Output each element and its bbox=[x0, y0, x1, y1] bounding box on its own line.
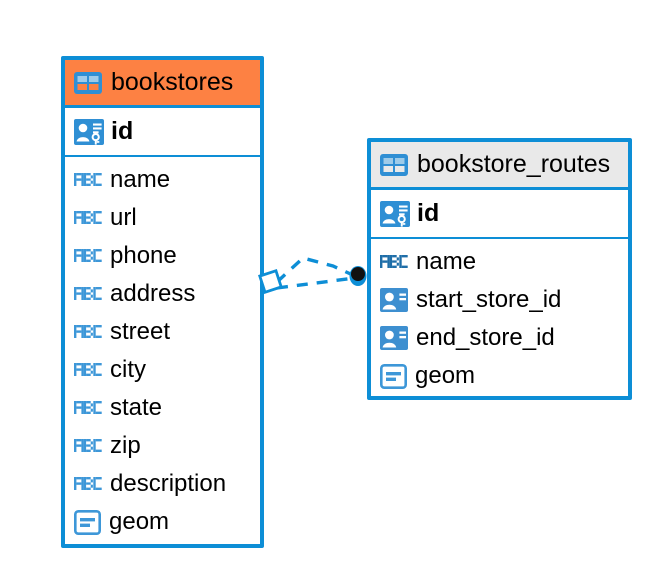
primary-key-icon bbox=[74, 118, 104, 146]
field-label: zip bbox=[110, 432, 141, 459]
field-row[interactable]: geom bbox=[73, 503, 260, 541]
abc-text-icon bbox=[380, 253, 408, 271]
abc-text-icon bbox=[74, 171, 102, 189]
entity-header-bookstores[interactable]: bookstores bbox=[65, 60, 260, 108]
field-row[interactable]: name bbox=[74, 161, 260, 199]
primary-key-label-bookstore-routes: id bbox=[417, 199, 440, 227]
entity-bookstore-routes[interactable]: bookstore_routes id bbox=[367, 138, 632, 400]
foreign-key-icon bbox=[380, 326, 408, 350]
field-row[interactable]: end_store_id bbox=[380, 319, 628, 357]
entity-title-bookstore-routes: bookstore_routes bbox=[417, 150, 611, 178]
field-label: phone bbox=[110, 242, 177, 269]
field-label: name bbox=[416, 248, 477, 275]
field-row[interactable]: state bbox=[74, 389, 260, 427]
field-list-bookstore-routes: name start_store_id bbox=[371, 239, 628, 395]
field-label: city bbox=[110, 356, 146, 383]
entity-bookstores[interactable]: bookstores id bbox=[61, 56, 264, 548]
field-label: end_store_id bbox=[416, 324, 555, 351]
field-label: geom bbox=[109, 508, 170, 535]
geometry-icon bbox=[379, 363, 407, 389]
field-row[interactable]: street bbox=[74, 313, 260, 351]
relationship-connectors bbox=[258, 256, 367, 294]
abc-text-icon bbox=[74, 247, 102, 265]
abc-text-icon bbox=[74, 399, 102, 417]
geometry-icon bbox=[73, 509, 101, 535]
abc-text-icon bbox=[74, 209, 102, 227]
field-label: address bbox=[110, 280, 196, 307]
table-icon bbox=[380, 153, 408, 176]
table-icon bbox=[74, 71, 102, 94]
field-row[interactable]: address bbox=[74, 275, 260, 313]
field-row[interactable]: zip bbox=[74, 427, 260, 465]
field-list-bookstores: name ur bbox=[65, 157, 260, 541]
field-label: start_store_id bbox=[416, 286, 562, 313]
field-row[interactable]: geom bbox=[379, 357, 628, 395]
abc-text-icon bbox=[74, 475, 102, 493]
entity-header-bookstore-routes[interactable]: bookstore_routes bbox=[371, 142, 628, 190]
abc-text-icon bbox=[74, 361, 102, 379]
field-label: state bbox=[110, 394, 163, 421]
relationship-line-start-store[interactable] bbox=[275, 256, 356, 284]
primary-key-label-bookstores: id bbox=[111, 117, 134, 145]
field-row[interactable]: city bbox=[74, 351, 260, 389]
field-label: url bbox=[110, 204, 137, 231]
field-row[interactable]: name bbox=[380, 243, 628, 281]
primary-key-row-bookstores[interactable]: id bbox=[65, 108, 260, 157]
relationship-line-end-store[interactable] bbox=[276, 276, 356, 290]
field-label: street bbox=[110, 318, 171, 345]
relationship-target-circle-marker[interactable] bbox=[349, 266, 367, 286]
field-row[interactable]: url bbox=[74, 199, 260, 237]
primary-key-row-bookstore-routes[interactable]: id bbox=[371, 190, 628, 239]
field-row[interactable]: start_store_id bbox=[380, 281, 628, 319]
abc-text-icon bbox=[74, 285, 102, 303]
field-label: name bbox=[110, 166, 171, 193]
entity-title-bookstores: bookstores bbox=[111, 68, 234, 96]
foreign-key-icon bbox=[380, 288, 408, 312]
field-row[interactable]: description bbox=[74, 465, 260, 503]
field-label: geom bbox=[415, 362, 476, 389]
field-label: description bbox=[110, 470, 227, 497]
abc-text-icon bbox=[74, 323, 102, 341]
abc-text-icon bbox=[74, 437, 102, 455]
primary-key-icon bbox=[380, 200, 410, 228]
field-row[interactable]: phone bbox=[74, 237, 260, 275]
